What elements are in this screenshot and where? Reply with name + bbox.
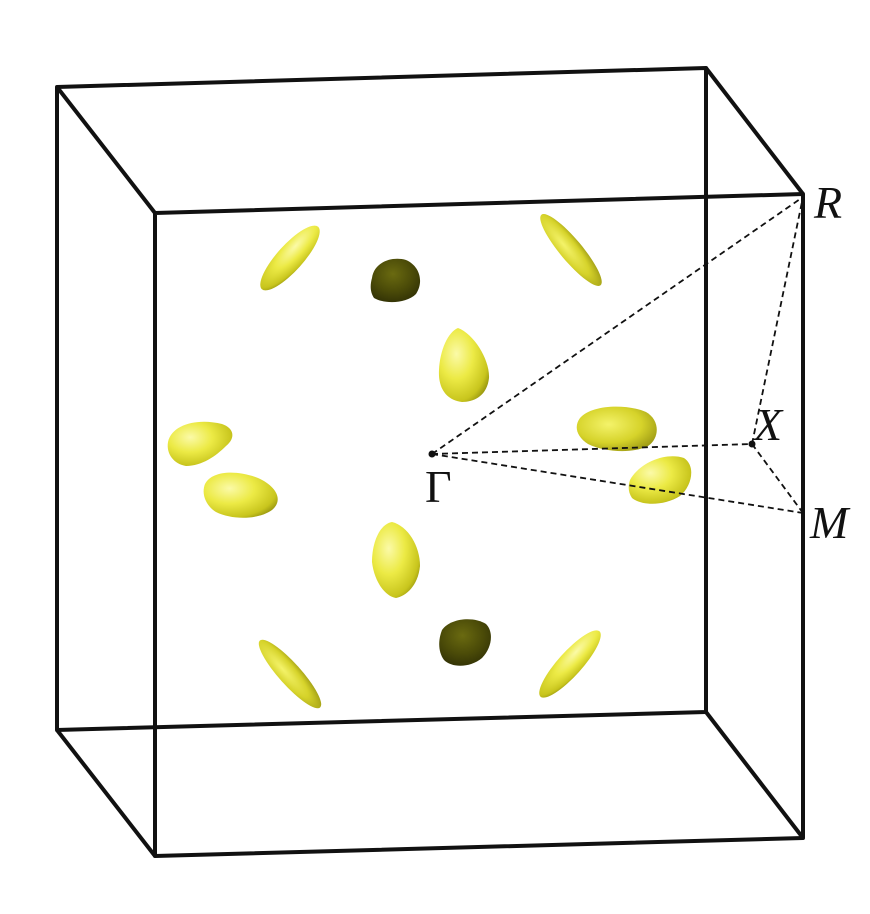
pocket-upper-center (438, 328, 490, 402)
cube-edge-bottom-left (55, 728, 157, 858)
cube-front-frame (55, 66, 805, 858)
x-point (748, 440, 756, 448)
cube-edge-top-right (704, 66, 805, 196)
pocket-left-lower (203, 472, 278, 518)
fermi-pockets (167, 214, 692, 709)
cube-edge-top-left (55, 85, 157, 215)
cube-edge-bottom-right (704, 710, 805, 840)
m-label: M (809, 497, 851, 548)
pocket-bottom-dark (439, 619, 491, 666)
pocket-top-dark (370, 258, 421, 303)
path-gamma-x (431, 443, 753, 455)
pocket-top-right (540, 214, 602, 286)
r-label: R (813, 177, 842, 228)
pocket-right-upper (576, 406, 657, 452)
x-label: X (752, 399, 784, 450)
pocket-left-upper (167, 421, 233, 466)
symmetry-path (431, 196, 804, 514)
pocket-bottom-right (539, 630, 601, 698)
pocket-right-lower (628, 456, 692, 504)
path-x-r (751, 196, 804, 445)
pocket-lower-center (372, 522, 420, 598)
pocket-bottom-left (258, 639, 322, 709)
path-gamma-m (431, 453, 804, 514)
gamma-point (428, 450, 436, 458)
path-x-m (751, 443, 804, 514)
path-gamma-r (431, 196, 804, 455)
gamma-label: Γ (425, 461, 452, 512)
pocket-top-left (260, 225, 320, 291)
